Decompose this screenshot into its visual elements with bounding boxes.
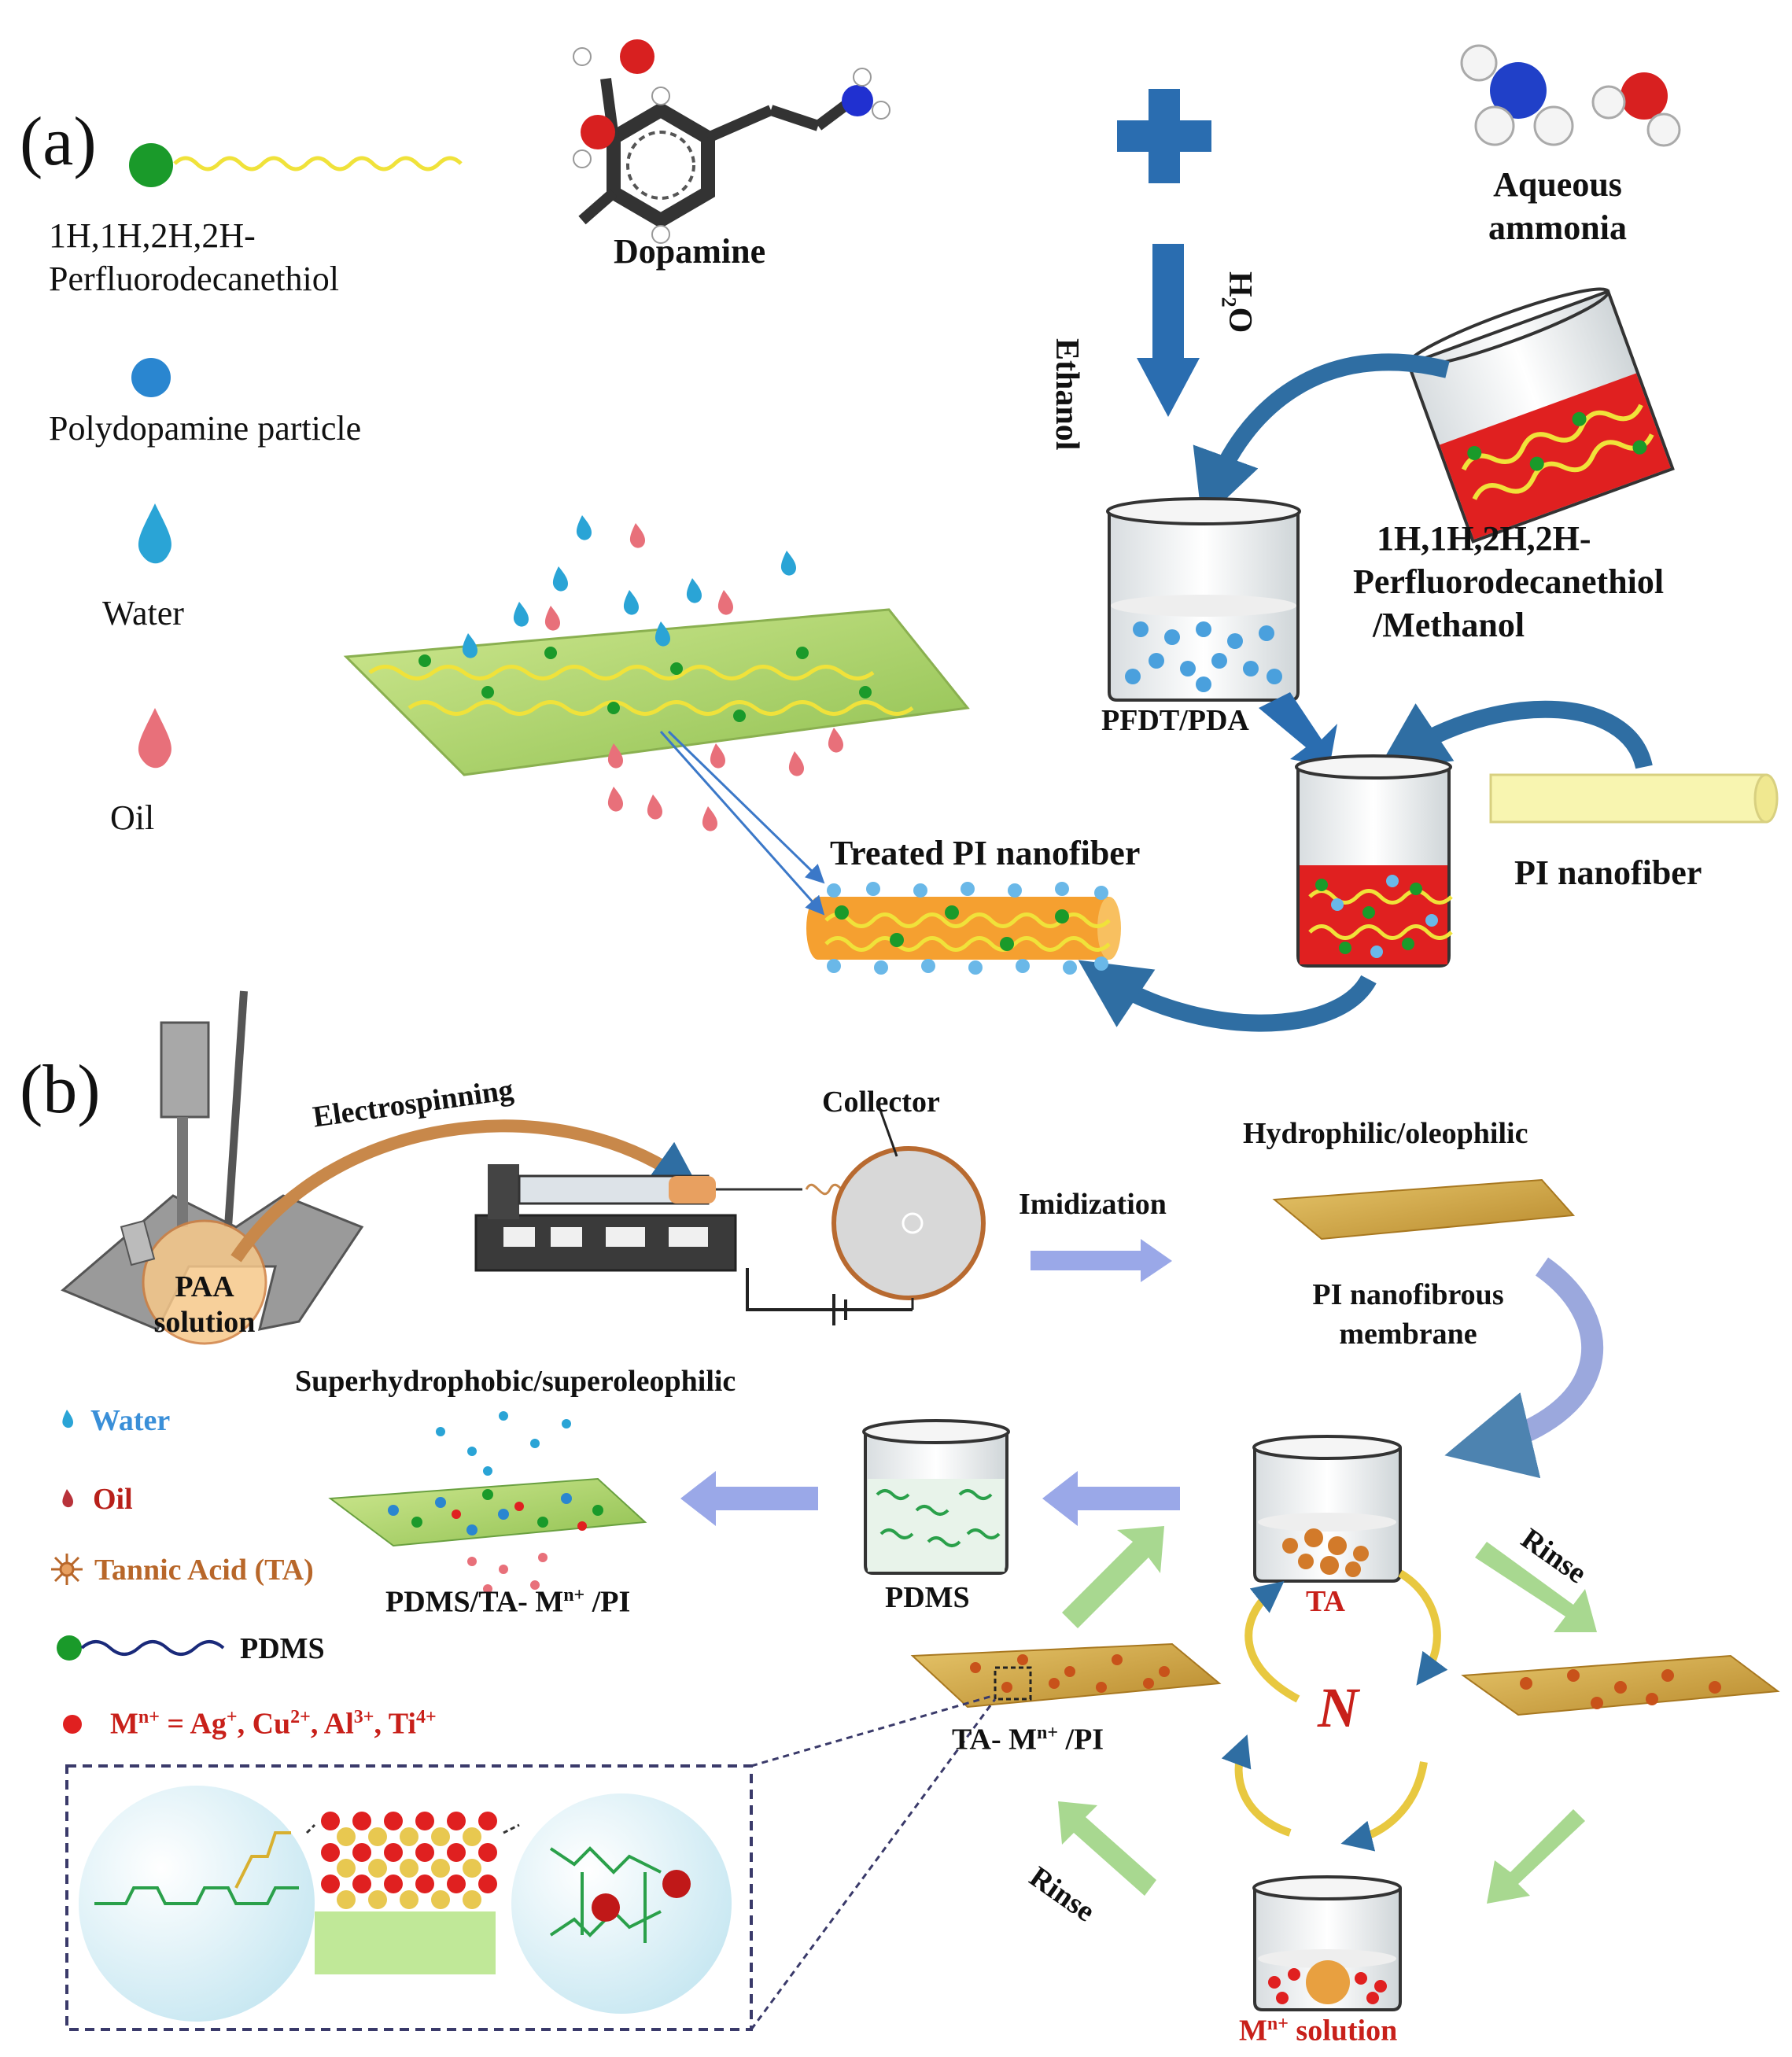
tannic-acid-icon xyxy=(51,1554,83,1585)
treated-membrane-icon xyxy=(343,608,970,776)
legend-metal-ions: Mn+ = Ag+, Cu2+, Al3+, Ti4+ xyxy=(110,1707,437,1741)
legend-oil-label: Oil xyxy=(110,798,155,837)
pi-nanofiber-label: PI nanofiber xyxy=(1514,853,1702,892)
nanofiber-arrow xyxy=(1377,700,1653,771)
membrane-to-ta-arrow xyxy=(1444,1257,1604,1479)
metal-ion-icon xyxy=(63,1715,82,1734)
hydrophilic-label: Hydrophilic/oleophilic xyxy=(1243,1117,1528,1150)
oil-droplets xyxy=(544,523,843,831)
ethanol-label: Ethanol xyxy=(1049,338,1085,451)
rinse-arrow-right xyxy=(1475,1542,1597,1632)
pdms-beaker-label: PDMS xyxy=(885,1581,970,1614)
pfdt-pda-label: PFDT/PDA xyxy=(1101,704,1249,737)
treatment-arrow xyxy=(1078,960,1377,1032)
water-droplets xyxy=(436,1411,571,1476)
ta-particles xyxy=(1520,1669,1721,1709)
rinse-arrow-left xyxy=(1058,1801,1156,1896)
reaction-beaker-icon xyxy=(1295,754,1453,968)
syringe-pump-icon xyxy=(474,1164,855,1272)
legend-pda-label: Polydopamine particle xyxy=(49,409,362,448)
zoom-inset xyxy=(65,1694,997,2031)
cycle-arrow-bottom-left xyxy=(1221,1734,1292,1837)
m-solution-label: Mn+ solution xyxy=(1239,2014,1398,2048)
zoom-box xyxy=(994,1666,1032,1701)
oil-droplets xyxy=(467,1553,548,1594)
ta-to-pdms-arrow xyxy=(1042,1471,1180,1526)
mix-arrow xyxy=(1259,692,1337,767)
pda-particle-icon xyxy=(131,358,171,397)
pfdt-methanol-beaker-icon xyxy=(1406,287,1675,544)
pfdt-methanol-line2: Perfluorodecanethiol xyxy=(1353,562,1665,601)
ta-beaker-icon xyxy=(1252,1435,1402,1583)
plus-icon xyxy=(1117,89,1211,183)
cycle-n-label: N xyxy=(1318,1676,1359,1739)
pour-arrow xyxy=(1193,353,1450,522)
collector-label: Collector xyxy=(822,1086,940,1119)
ta-m-pi-membrane-icon xyxy=(910,1642,1222,1709)
electrospinning-arrow xyxy=(230,1119,701,1263)
pfdt-methanol-line1: 1H,1H,2H,2H- xyxy=(1377,519,1591,558)
legend-pdms: PDMS xyxy=(240,1632,325,1665)
ta-beaker-label: TA xyxy=(1306,1585,1345,1618)
oil-drop-icon xyxy=(138,708,171,769)
water-drop-icon xyxy=(138,503,171,564)
pfdt-chain-icon xyxy=(129,143,463,187)
pfdt-pda-beaker-icon xyxy=(1106,497,1301,702)
imidization-arrow xyxy=(1031,1239,1172,1282)
water-droplets xyxy=(462,515,796,658)
membrane-to-ta-green-arrow xyxy=(1062,1526,1164,1628)
to-m-solution-arrow xyxy=(1487,1809,1585,1904)
treated-pi-nanofiber-icon xyxy=(806,882,1121,975)
aqueous-label: Aqueous xyxy=(1493,165,1622,204)
pi-membrane-line2: membrane xyxy=(1339,1318,1477,1351)
treated-pi-nanofiber-label: Treated PI nanofiber xyxy=(830,834,1141,872)
legend-oil-b: Oil xyxy=(93,1483,133,1516)
pdms-to-product-arrow xyxy=(680,1471,818,1526)
ammonia-label: ammonia xyxy=(1488,208,1627,247)
pi-membrane-icon xyxy=(1272,1178,1576,1240)
imidization-label: Imidization xyxy=(1019,1188,1167,1221)
collector-drum-icon xyxy=(746,1100,986,1325)
m-solution-beaker-icon xyxy=(1252,1875,1402,2011)
pdms-beaker-icon xyxy=(862,1419,1010,1575)
pi-nanofiber-icon xyxy=(1489,773,1779,824)
legend-water-label: Water xyxy=(102,594,184,632)
legend-pfdt-line2: Perfluorodecanethiol xyxy=(49,260,339,298)
ta-m-pi-label: TA- Mn+ /PI xyxy=(952,1723,1104,1757)
dopamine-label: Dopamine xyxy=(614,232,766,271)
dopamine-molecule-icon xyxy=(573,39,890,244)
ammonia-water-molecule-icon xyxy=(1460,44,1681,147)
product-membrane-icon xyxy=(328,1477,647,1547)
legend-water-b: Water xyxy=(90,1404,171,1437)
superhydrophobic-label: Superhydrophobic/superoleophilic xyxy=(295,1365,736,1398)
panel-a-tag: (a) xyxy=(20,104,97,180)
cycle-arrow-top-right xyxy=(1398,1569,1448,1686)
ta-particles xyxy=(970,1654,1170,1693)
product-label: PDMS/TA- Mn+ /PI xyxy=(385,1585,631,1619)
solution-label: solution xyxy=(153,1306,256,1339)
h2o-label: H2O xyxy=(1217,271,1258,334)
cycle-arrow-bottom-right xyxy=(1340,1761,1428,1852)
legend-ta: Tannic Acid (TA) xyxy=(94,1554,314,1587)
oil-drop-icon xyxy=(62,1489,73,1508)
cycle-arrow-top-left xyxy=(1244,1580,1300,1703)
pi-membrane-line1: PI nanofibrous xyxy=(1312,1278,1504,1311)
pfdt-methanol-line3: /Methanol xyxy=(1373,606,1525,644)
panel-b-tag: (b) xyxy=(20,1052,101,1128)
water-drop-icon xyxy=(62,1410,73,1428)
pdms-chain-icon xyxy=(57,1635,225,1661)
legend-pfdt-line1: 1H,1H,2H,2H- xyxy=(49,216,256,255)
reaction-down-arrow xyxy=(1137,244,1200,417)
paa-label: PAA xyxy=(175,1270,234,1303)
zoom-line xyxy=(667,730,825,884)
zoom-line xyxy=(659,731,825,916)
